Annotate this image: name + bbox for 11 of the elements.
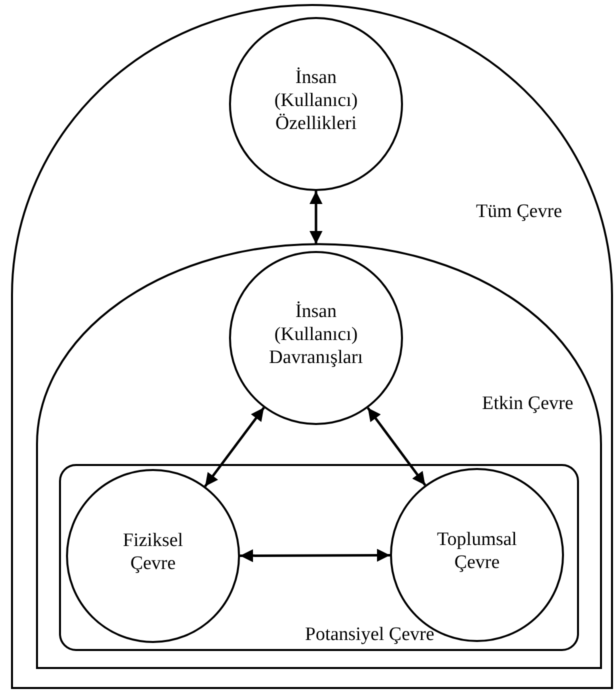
double-arrow bbox=[204, 406, 265, 488]
node-label: İnsan (Kullanıcı) Davranışları bbox=[268, 300, 364, 368]
double-arrow bbox=[240, 548, 390, 562]
double-arrow bbox=[366, 407, 426, 486]
region-label: Tüm Çevre bbox=[476, 200, 562, 223]
region-label: Etkin Çevre bbox=[482, 392, 574, 415]
region-label: Potansiyel Çevre bbox=[305, 623, 434, 646]
double-arrow bbox=[310, 191, 322, 244]
node-label: Fiziksel Çevre bbox=[122, 529, 184, 575]
node-label: İnsan (Kullanıcı) Özellikleri bbox=[273, 66, 359, 134]
node-label: Toplumsal Çevre bbox=[436, 528, 518, 574]
